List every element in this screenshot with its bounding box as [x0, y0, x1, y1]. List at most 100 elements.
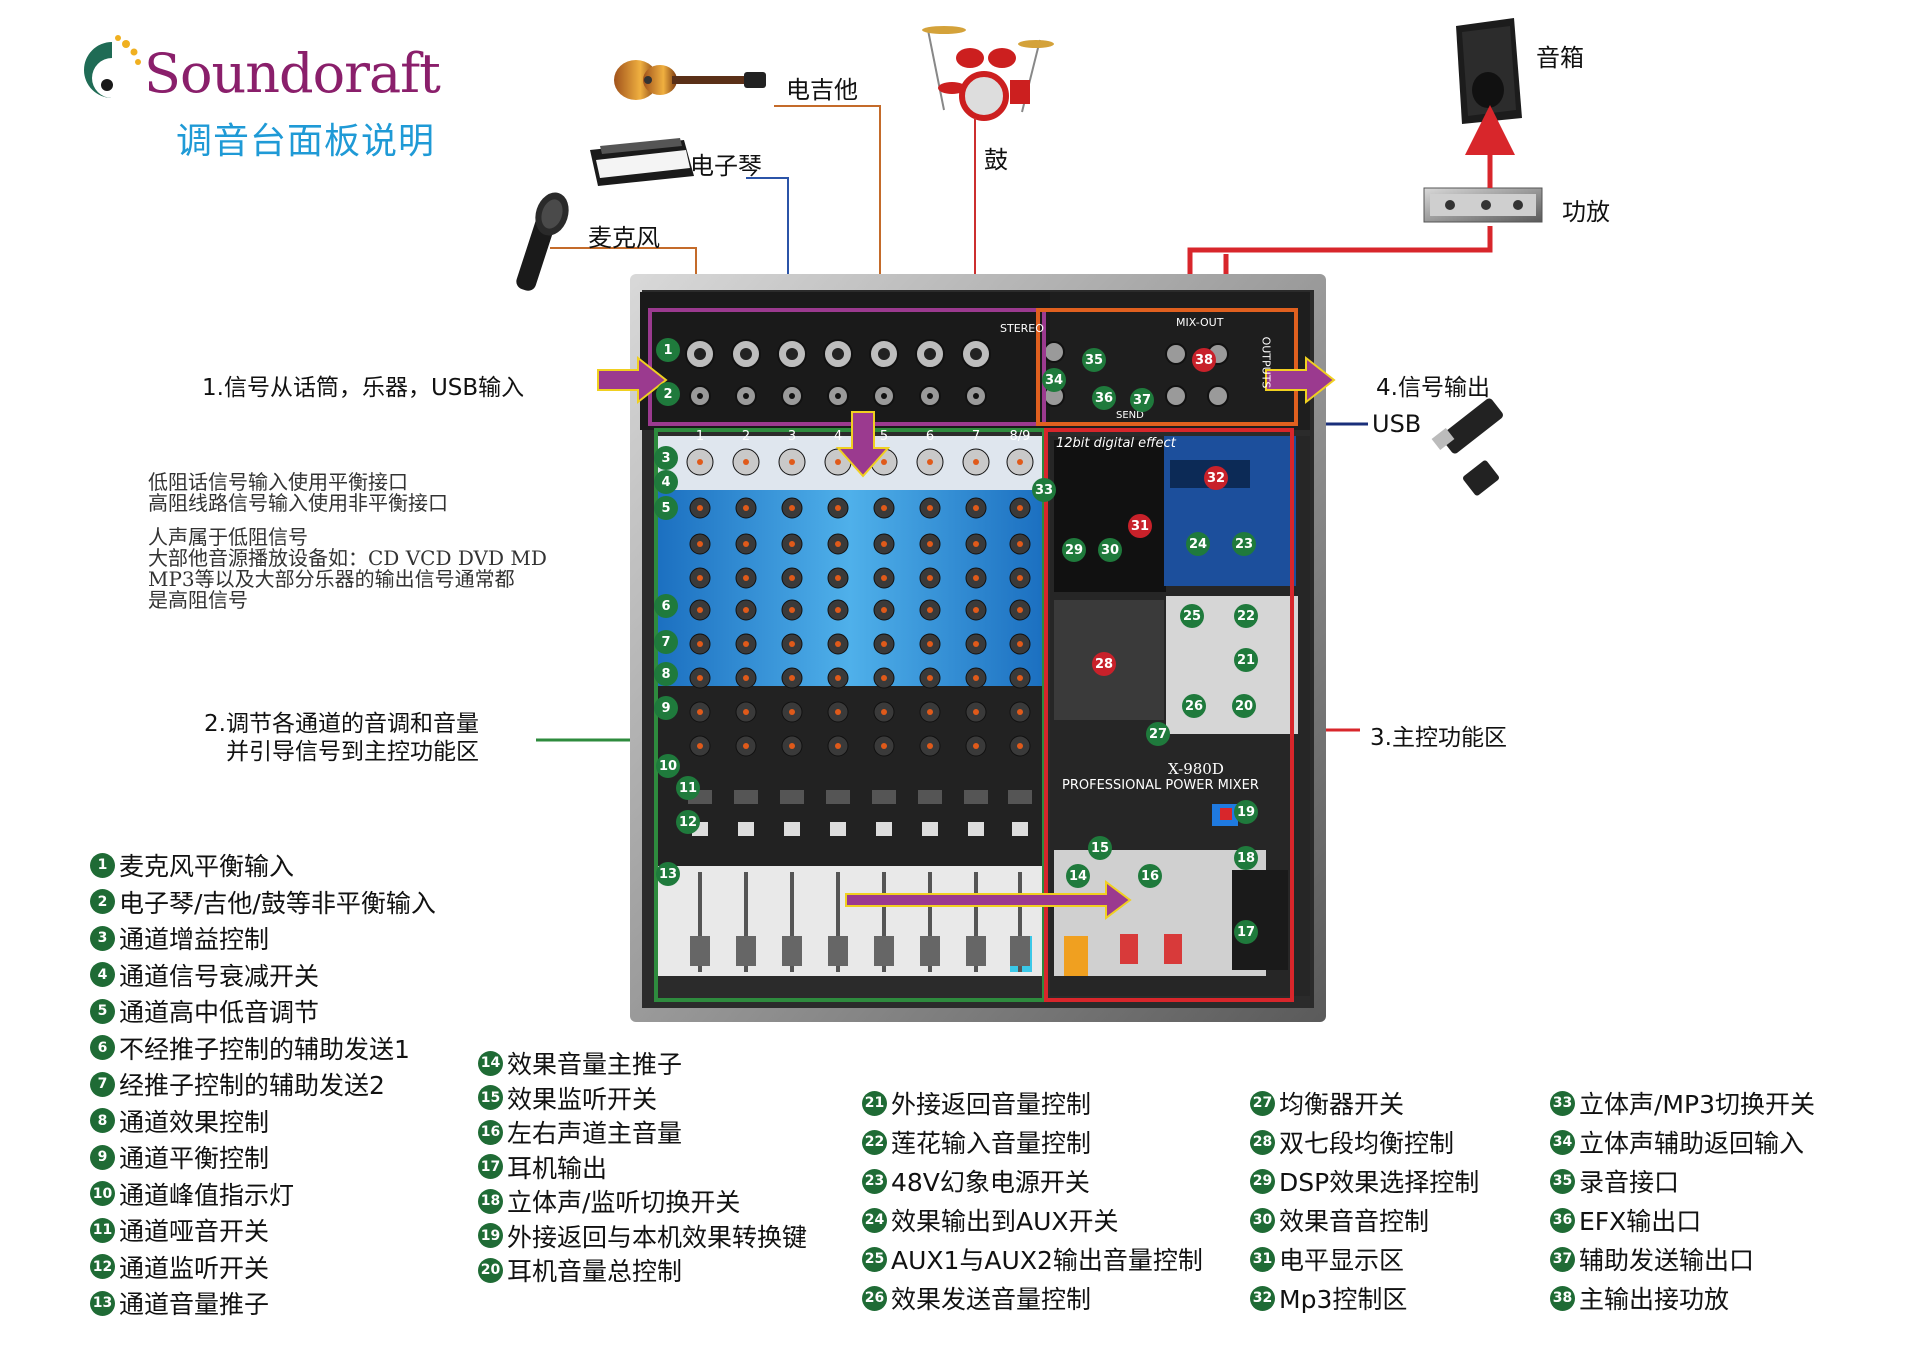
legend-text: 电子琴/吉他/鼓等非平衡输入 [119, 888, 436, 918]
label-keyboard: 电子琴 [690, 152, 762, 180]
legend-badge: 20 [478, 1257, 503, 1283]
legend-badge: 38 [1550, 1285, 1575, 1311]
knob-indicator [881, 743, 887, 749]
mixer-badge-4: 4 [654, 470, 678, 494]
knob-indicator [927, 743, 933, 749]
legend-badge: 4 [90, 962, 115, 987]
knob-indicator [1017, 607, 1023, 613]
mixer-badge-5: 5 [654, 496, 678, 520]
legend-text: 辅助发送输出口 [1579, 1246, 1755, 1275]
legend-badge: 31 [1250, 1246, 1275, 1272]
legend-text: 效果输出到AUX开关 [891, 1207, 1119, 1236]
legend-text: 耳机音量总控制 [507, 1257, 683, 1286]
legend-text: 外接返回音量控制 [891, 1090, 1092, 1119]
mute-button [826, 790, 850, 804]
knob-indicator [743, 675, 749, 681]
knob-indicator [1017, 541, 1023, 547]
knob-indicator [881, 541, 887, 547]
mute-button [872, 790, 896, 804]
knob-indicator [973, 459, 979, 465]
description-line: 大部他音源播放设备如：CD VCD DVD MD [148, 546, 547, 570]
monitor-button [784, 822, 800, 836]
down-arrow-icon [835, 411, 891, 478]
mixer-badge-34: 34 [1042, 368, 1066, 392]
knob-indicator [697, 743, 703, 749]
line-jack-center [881, 393, 887, 399]
knob-indicator [697, 641, 703, 647]
output-zone-outline [1036, 308, 1298, 426]
mixer-badge-35: 35 [1082, 348, 1106, 372]
legend-badge: 24 [862, 1207, 887, 1233]
xlr-jack-center [970, 348, 982, 360]
monitor-button [968, 822, 984, 836]
legend-badge: 35 [1550, 1168, 1575, 1194]
knob-indicator [881, 607, 887, 613]
mute-button [1008, 790, 1032, 804]
mixer-badge-28: 28 [1092, 652, 1116, 676]
legend-text: 不经推子控制的辅助发送1 [119, 1034, 410, 1064]
knob-indicator [835, 459, 841, 465]
fader-cap [782, 936, 802, 966]
legend-text: EFX输出口 [1579, 1207, 1702, 1236]
mute-button [734, 790, 758, 804]
knob-indicator [697, 541, 703, 547]
legend-badge: 27 [1250, 1090, 1275, 1116]
mixer-badge-1: 1 [656, 338, 680, 362]
annotation-master: 3.主控功能区 [1370, 725, 1507, 751]
legend-badge: 32 [1250, 1285, 1275, 1311]
legend-text: 通道效果控制 [119, 1107, 270, 1137]
monitor-button [738, 822, 754, 836]
legend-text: 立体声/MP3切换开关 [1579, 1090, 1815, 1119]
legend-badge: 16 [478, 1119, 503, 1145]
annotation-channel-2: 并引导信号到主控功能区 [226, 739, 479, 765]
xlr-jack-center [694, 348, 706, 360]
output-jack-icon [1207, 385, 1229, 407]
description-para-2: 人声属于低阻信号 大部他音源播放设备如：CD VCD DVD MD MP3等以及… [148, 527, 608, 611]
line-jack-center [789, 393, 795, 399]
xlr-jack-center [786, 348, 798, 360]
knob-indicator [927, 641, 933, 647]
knob-indicator [743, 607, 749, 613]
knob-indicator [927, 505, 933, 511]
fader-track [1018, 872, 1022, 972]
fader-cap [966, 936, 986, 966]
legend-text: 立体声辅助返回输入 [1579, 1129, 1805, 1158]
mixer-badge-11: 11 [676, 776, 700, 800]
line-jack-center [973, 393, 979, 399]
mixer-mixout-label: MIX-OUT [1176, 316, 1224, 329]
mixer-badge-8: 8 [654, 662, 678, 686]
fader-cap [874, 936, 894, 966]
knob-indicator [881, 575, 887, 581]
legend-badge: 3 [90, 925, 115, 951]
xlr-jack-center [924, 348, 936, 360]
knob-indicator [1017, 505, 1023, 511]
guitar-icon [614, 60, 766, 100]
knob-indicator [789, 541, 795, 547]
channel-number: 6 [926, 429, 934, 444]
master-zone-outline [1044, 428, 1294, 1002]
legend-text: DSP效果选择控制 [1279, 1168, 1480, 1197]
channel-number: 4 [834, 429, 842, 444]
mixer-badge-14: 14 [1066, 864, 1090, 888]
legend-badge: 5 [90, 998, 115, 1024]
input-arrow-icon [597, 355, 668, 405]
output-jack-icon [1165, 385, 1187, 407]
legend-text: 效果音音控制 [1279, 1207, 1430, 1236]
